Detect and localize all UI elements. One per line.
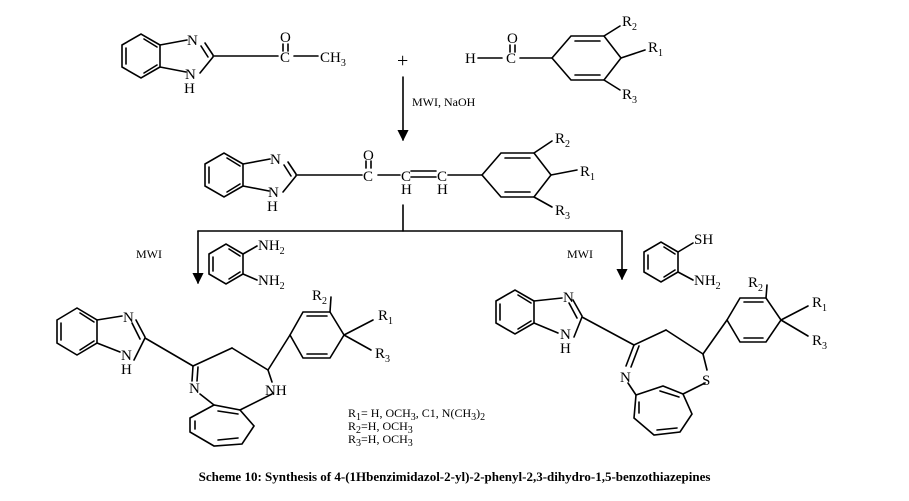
right-branch-labels: MWI SH NH2 bbox=[567, 232, 721, 292]
product-left-n-top: N bbox=[123, 310, 134, 326]
left-branch-mwi: MWI bbox=[136, 247, 162, 261]
product-right-n-ring: N bbox=[620, 370, 631, 386]
right-branch-mwi: MWI bbox=[567, 247, 593, 261]
product-right-r3: R3 bbox=[812, 333, 827, 352]
product-left-n-h: N bbox=[121, 348, 132, 364]
product-right-structure bbox=[495, 284, 809, 436]
product-left-structure bbox=[56, 296, 374, 447]
substituent-r3: R3=H, OCH3 bbox=[348, 432, 413, 449]
reactant2-c: C bbox=[506, 51, 516, 67]
substituent-r1: R1= H, OCH3, C1, N(CH3)2 bbox=[348, 406, 485, 423]
reactant2-o: O bbox=[507, 31, 518, 47]
chalcone-c1: C bbox=[363, 169, 373, 185]
reagent-nh2-bottom: NH2 bbox=[258, 273, 285, 292]
chalcone-n: N bbox=[270, 152, 281, 168]
chalcone-h1: H bbox=[401, 182, 412, 198]
branch-lines bbox=[197, 204, 623, 232]
chalcone-c3: C bbox=[437, 169, 447, 185]
plus-sign: + bbox=[397, 50, 408, 72]
step1-conditions: MWI, NaOH bbox=[412, 95, 476, 109]
reactant2-r3: R3 bbox=[622, 87, 637, 106]
reagent-nh2-top: NH2 bbox=[258, 238, 285, 257]
chalcone-c2: C bbox=[401, 169, 411, 185]
reactant1-labels: N N H O C CH3 bbox=[184, 30, 346, 97]
reactant1-nh-n: N bbox=[185, 67, 196, 83]
substituent-legend: R1= H, OCH3, C1, N(CH3)2 R2=H, OCH3 R3=H… bbox=[348, 406, 485, 449]
reactant2-structure bbox=[477, 25, 646, 91]
chalcone-structure bbox=[204, 140, 578, 208]
reactant2-labels: H C O R2 R1 R3 bbox=[465, 14, 663, 106]
chalcone-r2: R2 bbox=[555, 131, 570, 150]
left-branch-labels: MWI NH2 NH2 bbox=[136, 238, 285, 292]
reactant1-c: C bbox=[280, 50, 290, 66]
chalcone-o: O bbox=[363, 148, 374, 164]
product-left-r2: R2 bbox=[312, 288, 327, 307]
product-right-labels: N N H N S R2 R1 R3 bbox=[560, 275, 827, 389]
reactant1-nh-h: H bbox=[184, 81, 195, 97]
product-left-h: H bbox=[121, 362, 132, 378]
product-right-s: S bbox=[702, 373, 710, 389]
product-right-n-top: N bbox=[563, 290, 574, 306]
chalcone-nh-n: N bbox=[268, 185, 279, 201]
chalcone-h2: H bbox=[437, 182, 448, 198]
chalcone-nh-h: H bbox=[267, 199, 278, 215]
chalcone-labels: N N H O C C C H H R2 R1 R3 bbox=[267, 131, 595, 222]
reactant1-o: O bbox=[280, 30, 291, 46]
reagent-phenylenediamine bbox=[208, 243, 258, 285]
product-left-labels: N N H N NH R2 R1 R3 bbox=[121, 288, 393, 399]
product-left-r1: R1 bbox=[378, 308, 393, 327]
reactant2-h: H bbox=[465, 51, 476, 67]
reagent-aminothiophenol bbox=[643, 241, 694, 283]
product-left-r3: R3 bbox=[375, 346, 390, 365]
substituent-r2: R2=H, OCH3 bbox=[348, 419, 413, 436]
reactant2-r1: R1 bbox=[648, 40, 663, 59]
reactant1-methyl: CH3 bbox=[320, 50, 346, 69]
reactant1-structure bbox=[121, 33, 319, 79]
reagent-nh2: NH2 bbox=[694, 273, 721, 292]
chalcone-r1: R1 bbox=[580, 164, 595, 183]
chalcone-r3: R3 bbox=[555, 203, 570, 222]
scheme-caption: Scheme 10: Synthesis of 4-(1Hbenzimidazo… bbox=[198, 469, 711, 484]
product-left-nh-ring: NH bbox=[265, 383, 287, 399]
product-right-h: H bbox=[560, 341, 571, 357]
product-right-r1: R1 bbox=[812, 295, 827, 314]
reagent-sh: SH bbox=[694, 232, 713, 248]
product-right-r2: R2 bbox=[748, 275, 763, 294]
product-left-n-ring: N bbox=[189, 381, 200, 397]
reactant2-r2: R2 bbox=[622, 14, 637, 33]
reactant1-n: N bbox=[187, 33, 198, 49]
product-right-n-h: N bbox=[560, 327, 571, 343]
